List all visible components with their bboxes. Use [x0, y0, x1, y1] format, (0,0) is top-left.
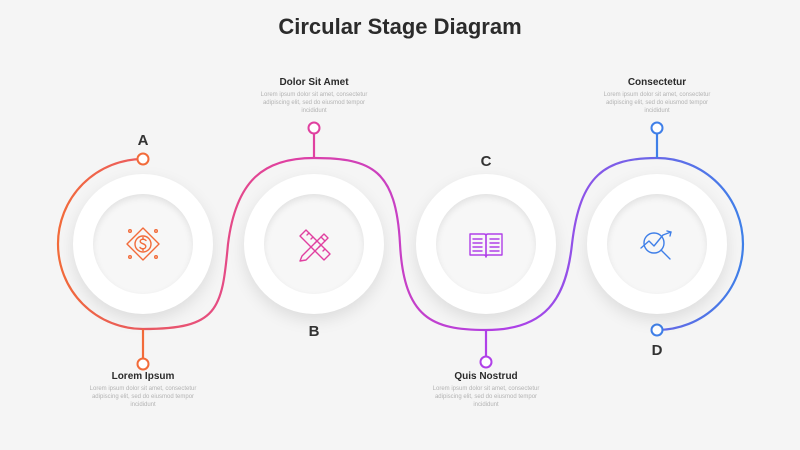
stage-a-letter: A: [137, 132, 149, 149]
stage-c-circle: [416, 174, 556, 314]
pencil-ruler-icon: [299, 229, 331, 262]
stage-connector-line: [56, 156, 745, 332]
stage-a-circle: [73, 174, 213, 314]
stage-b-circle: [244, 174, 384, 314]
stage-d-text: Lorem ipsum dolor sit amet, consectetur …: [603, 92, 711, 114]
stage-a-title: Lorem Ipsum: [111, 371, 175, 382]
node-d-bottom: [650, 323, 664, 337]
stage-a-inner: [93, 194, 193, 294]
stage-b-inner: [264, 194, 364, 294]
node-d-top: [650, 121, 664, 135]
node-a-top: [136, 152, 150, 166]
stage-c-title: Quis Nostrud: [454, 371, 518, 382]
open-book-icon: [469, 233, 503, 258]
page-title: Circular Stage Diagram: [278, 14, 522, 39]
stage-d-letter: D: [651, 342, 663, 359]
stage-b-letter: B: [308, 323, 320, 340]
magnifier-chart-icon: [640, 230, 672, 260]
stage-c-letter: C: [480, 153, 492, 170]
stage-c-inner: [436, 194, 536, 294]
stage-b-title: Dolor Sit Amet: [279, 77, 349, 88]
node-c-bottom: [479, 355, 493, 369]
stage-d-title: Consectetur: [627, 77, 687, 88]
node-b-top: [307, 121, 321, 135]
stage-a-text: Lorem ipsum dolor sit amet, consectetur …: [89, 386, 197, 408]
stage-d-circle: [587, 174, 727, 314]
stage-b-text: Lorem ipsum dolor sit amet, consectetur …: [260, 92, 368, 114]
dollar-coin-icon: [126, 227, 160, 261]
stage-c-text: Lorem ipsum dolor sit amet, consectetur …: [432, 386, 540, 408]
stage-d-inner: [607, 194, 707, 294]
node-a-bottom: [136, 357, 150, 371]
